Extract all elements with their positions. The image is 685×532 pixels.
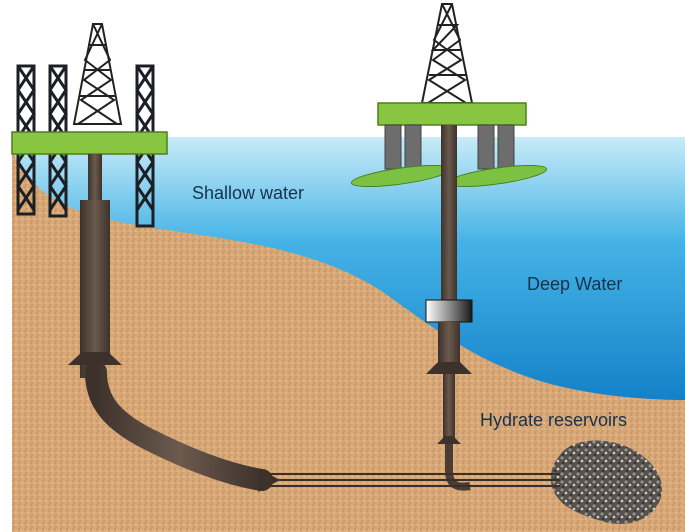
riser-shallow bbox=[88, 154, 102, 202]
deck-deep bbox=[377, 102, 527, 126]
deep-water-rig bbox=[350, 3, 548, 491]
deviated-well bbox=[85, 361, 273, 491]
shallow-water-label: Shallow water bbox=[192, 183, 305, 203]
casing-deep bbox=[438, 322, 460, 374]
deck-shallow bbox=[11, 131, 168, 155]
riser-deep bbox=[441, 125, 457, 300]
casing-shoe-shallow bbox=[68, 352, 122, 365]
blowout-preventer bbox=[425, 299, 473, 323]
seabed bbox=[12, 150, 685, 532]
derrick-deep bbox=[420, 3, 474, 104]
shallow-water-rig bbox=[11, 23, 280, 492]
derrick-shallow bbox=[72, 23, 123, 125]
deviated-well-tip bbox=[258, 468, 280, 492]
deep-water-label: Deep Water bbox=[527, 274, 623, 294]
hydrate-reservoirs-label: Hydrate reservoirs bbox=[480, 410, 628, 430]
casing-shoe-deep bbox=[426, 362, 472, 374]
horizontal-pipelines bbox=[270, 473, 560, 487]
casing-shallow bbox=[80, 200, 110, 378]
hydrate-reservoir bbox=[550, 440, 662, 524]
